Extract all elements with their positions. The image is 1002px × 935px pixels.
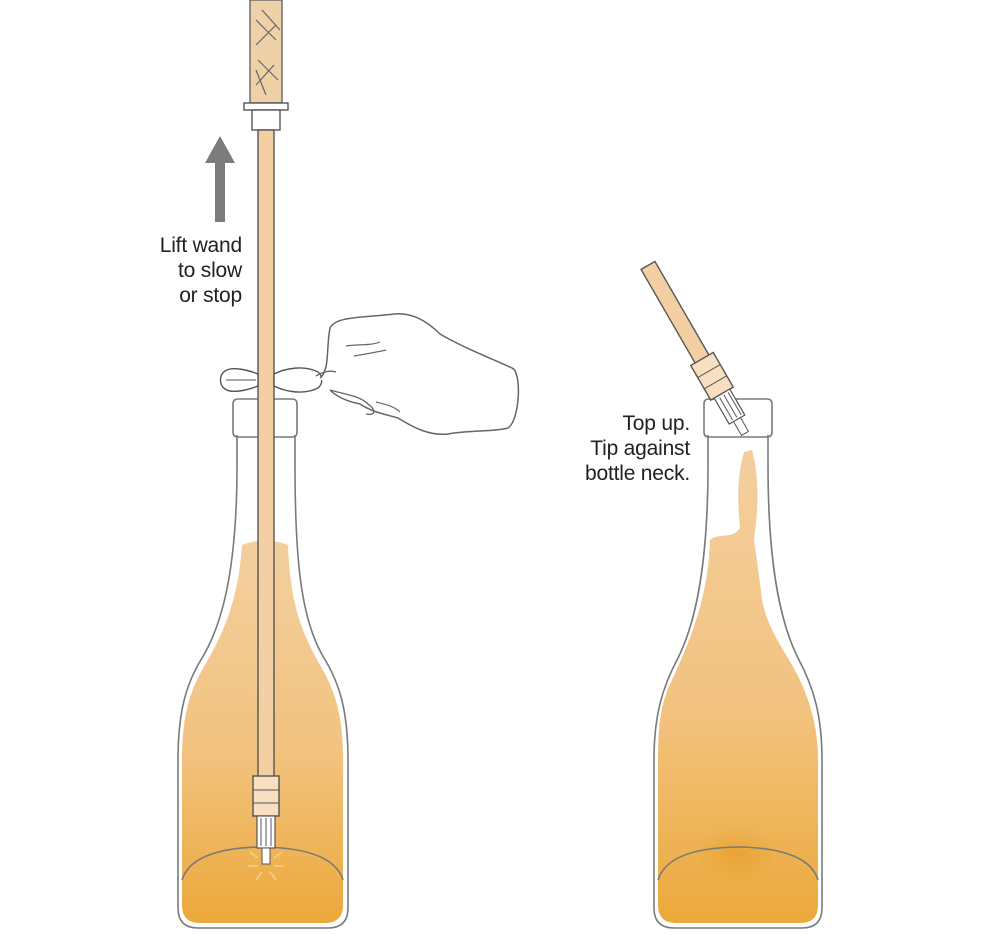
wand-collar: [243, 102, 289, 111]
right-caption-line-2: Tip against: [590, 437, 690, 460]
wand-tube: [257, 129, 275, 779]
angled-wand: [640, 260, 750, 437]
right-bottle-lip: [703, 398, 773, 438]
up-arrow-icon: [205, 136, 235, 222]
hand-icon: [315, 313, 520, 436]
right-bottle-outline: [653, 435, 823, 929]
right-caption-line-3: bottle neck.: [585, 462, 690, 485]
wand-clip: [219, 367, 323, 393]
left-caption-line-3: or stop: [179, 284, 242, 307]
left-caption-line-2: to slow: [178, 259, 242, 282]
flow-sparks: [248, 851, 284, 881]
left-caption: Lift wand to slow or stop: [120, 233, 242, 308]
right-caption: Top up. Tip against bottle neck.: [560, 411, 690, 486]
right-bottle-liquid: [658, 450, 818, 923]
right-bottle: [653, 398, 823, 929]
right-caption-line-1: Top up.: [622, 412, 691, 435]
left-bottle-lip: [232, 398, 298, 438]
wand-hose: [249, 0, 283, 104]
wand-tip: [252, 775, 280, 817]
left-caption-line-1: Lift wand: [159, 234, 242, 257]
bottling-wand: [243, 0, 289, 881]
right-bottle-punt: [657, 846, 819, 881]
left-bottle-outline: [177, 435, 349, 929]
